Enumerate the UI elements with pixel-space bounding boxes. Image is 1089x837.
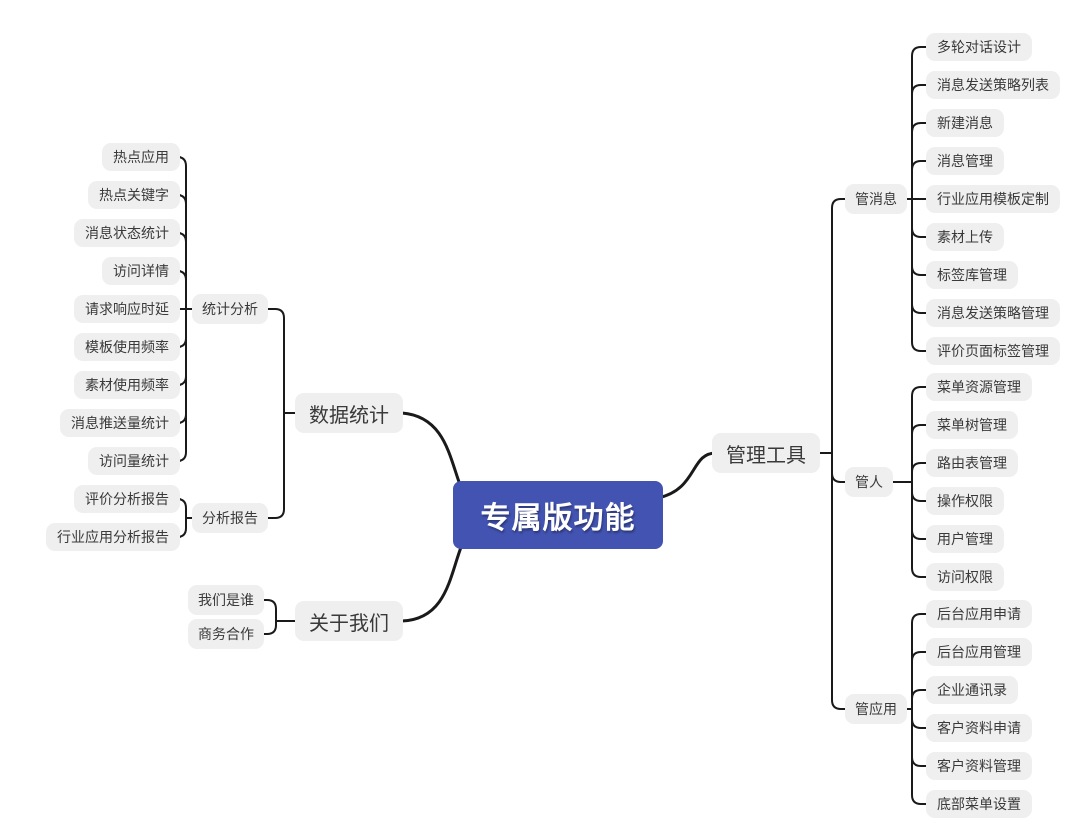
leaf-customer-data-mgmt[interactable]: 客户资料管理 — [926, 752, 1032, 780]
node-who-we-are[interactable]: 我们是谁 — [188, 585, 264, 615]
node-analysis-report[interactable]: 分析报告 — [192, 503, 268, 533]
leaf-operation-permissions[interactable]: 操作权限 — [926, 487, 1004, 515]
leaf-backend-app-request[interactable]: 后台应用申请 — [926, 600, 1032, 628]
leaf-access-permissions[interactable]: 访问权限 — [926, 563, 1004, 591]
node-stat-analysis[interactable]: 统计分析 — [192, 294, 268, 324]
leaf-request-latency[interactable]: 请求响应时延 — [74, 295, 180, 323]
leaf-visit-details[interactable]: 访问详情 — [102, 257, 180, 285]
leaf-bottom-menu-settings[interactable]: 底部菜单设置 — [926, 790, 1032, 818]
leaf-enterprise-contacts[interactable]: 企业通讯录 — [926, 676, 1018, 704]
node-about-us[interactable]: 关于我们 — [295, 601, 403, 641]
leaf-tag-library[interactable]: 标签库管理 — [926, 261, 1018, 289]
node-manage-messages[interactable]: 管消息 — [845, 184, 907, 214]
leaf-new-message[interactable]: 新建消息 — [926, 109, 1004, 137]
leaf-template-usage[interactable]: 模板使用频率 — [74, 333, 180, 361]
leaf-backend-app-mgmt[interactable]: 后台应用管理 — [926, 638, 1032, 666]
node-business-cooperation[interactable]: 商务合作 — [188, 619, 264, 649]
leaf-evaluation-report[interactable]: 评价分析报告 — [74, 485, 180, 513]
leaf-visit-volume-stats[interactable]: 访问量统计 — [88, 447, 180, 475]
central-node[interactable]: 专属版功能 — [453, 481, 663, 549]
leaf-send-strategy-mgmt[interactable]: 消息发送策略管理 — [926, 299, 1060, 327]
leaf-multi-round-dialog[interactable]: 多轮对话设计 — [926, 33, 1032, 61]
leaf-industry-app-report[interactable]: 行业应用分析报告 — [46, 523, 180, 551]
leaf-material-upload[interactable]: 素材上传 — [926, 223, 1004, 251]
node-manage-tools[interactable]: 管理工具 — [712, 433, 820, 473]
node-manage-apps[interactable]: 管应用 — [845, 694, 907, 724]
leaf-send-strategy-list[interactable]: 消息发送策略列表 — [926, 71, 1060, 99]
leaf-hot-apps[interactable]: 热点应用 — [102, 143, 180, 171]
node-data-stats[interactable]: 数据统计 — [295, 393, 403, 433]
leaf-message-push-stats[interactable]: 消息推送量统计 — [60, 409, 180, 437]
leaf-user-management[interactable]: 用户管理 — [926, 525, 1004, 553]
leaf-menu-tree[interactable]: 菜单树管理 — [926, 411, 1018, 439]
node-manage-people[interactable]: 管人 — [845, 467, 893, 497]
leaf-message-status-stats[interactable]: 消息状态统计 — [74, 219, 180, 247]
leaf-hot-keywords[interactable]: 热点关键字 — [88, 181, 180, 209]
leaf-message-management[interactable]: 消息管理 — [926, 147, 1004, 175]
leaf-menu-resources[interactable]: 菜单资源管理 — [926, 373, 1032, 401]
leaf-customer-data-request[interactable]: 客户资料申请 — [926, 714, 1032, 742]
leaf-eval-page-tags[interactable]: 评价页面标签管理 — [926, 337, 1060, 365]
leaf-industry-template[interactable]: 行业应用模板定制 — [926, 185, 1060, 213]
leaf-route-table[interactable]: 路由表管理 — [926, 449, 1018, 477]
leaf-material-usage[interactable]: 素材使用频率 — [74, 371, 180, 399]
